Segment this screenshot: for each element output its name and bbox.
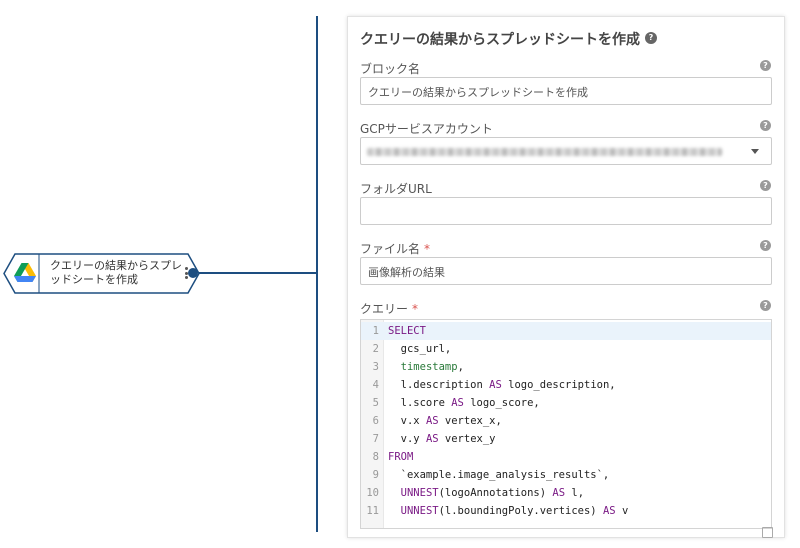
code-line[interactable]: 8 FROM (361, 448, 771, 466)
code-line[interactable]: 3 timestamp, (361, 358, 771, 376)
code-text: UNNEST(l.boundingPoly.vertices) AS v (388, 502, 629, 520)
line-number: 2 (372, 343, 379, 355)
code-line[interactable]: 6 v.x AS vertex_x, (361, 412, 771, 430)
code-token: AS (425, 433, 439, 445)
line-number-gutter (361, 320, 384, 528)
code-text: UNNEST(logoAnnotations) AS l, (388, 484, 584, 502)
code-token: vertex_y (438, 433, 496, 445)
required-mark: * (424, 242, 431, 256)
line-number: 6 (372, 415, 379, 427)
block-name-value: クエリーの結果からスプレッドシートを作成 (368, 86, 588, 99)
query-label: クエリー* (360, 300, 418, 317)
node-output-port[interactable] (188, 268, 198, 278)
block-settings-panel: クエリーの結果からスプレッドシートを作成 ? ブロック名 ? クエリーの結果から… (347, 16, 785, 538)
line-number: 5 (372, 397, 379, 409)
folder-url-help-icon[interactable]: ? (760, 180, 771, 191)
code-token: (logoAnnotations) (438, 487, 553, 499)
title-help-icon[interactable]: ? (645, 32, 657, 44)
line-number: 10 (366, 487, 379, 499)
code-text: timestamp, (388, 358, 464, 376)
line-number: 11 (366, 505, 379, 517)
gcp-account-help-icon[interactable]: ? (760, 120, 771, 131)
gcp-account-select[interactable] (360, 137, 772, 165)
code-line[interactable]: 1 SELECT (361, 322, 771, 340)
code-token: timestamp (400, 361, 458, 373)
code-line[interactable]: 10 UNNEST(logoAnnotations) AS l, (361, 484, 771, 502)
code-token: AS (425, 415, 439, 427)
flow-block-node[interactable]: クエリーの結果からスプレッドシートを作成 (3, 253, 200, 294)
code-text: FROM (388, 448, 413, 466)
code-line[interactable]: 7 v.y AS vertex_y (361, 430, 771, 448)
file-name-input[interactable]: 画像解析の結果 (360, 257, 772, 285)
connector-horizontal-line (196, 272, 317, 274)
code-line[interactable]: 9 `example.image_analysis_results`, (361, 466, 771, 484)
code-token: FROM (388, 451, 414, 463)
code-text: SELECT (388, 322, 426, 340)
code-text: v.y AS vertex_y (388, 430, 496, 448)
code-token: (l.boundingPoly.vertices) (438, 505, 603, 517)
code-line[interactable]: 5 l.score AS logo_score, (361, 394, 771, 412)
code-token: , (457, 361, 464, 373)
code-token: logo_score, (463, 397, 540, 409)
code-token: AS (489, 379, 502, 391)
code-token: UNNEST (400, 505, 439, 517)
code-token: logo_description, (501, 379, 616, 391)
line-number: 1 (372, 325, 379, 337)
line-number: 7 (372, 433, 379, 445)
redacted-account-value (367, 148, 722, 156)
required-mark: * (412, 302, 419, 316)
node-label: クエリーの結果からスプレッドシートを作成 (50, 259, 182, 286)
file-name-label-text: ファイル名 (360, 242, 421, 256)
file-name-help-icon[interactable]: ? (760, 240, 771, 251)
code-text: l.score AS logo_score, (388, 394, 540, 412)
block-name-input[interactable]: クエリーの結果からスプレッドシートを作成 (360, 77, 772, 105)
code-token: l, (565, 487, 585, 499)
code-token: gcs_url, (388, 343, 452, 355)
block-name-label: ブロック名 (360, 62, 421, 76)
line-number: 4 (372, 379, 379, 391)
block-name-help-icon[interactable]: ? (760, 60, 771, 71)
code-token (388, 487, 401, 499)
code-line[interactable]: 11 UNNEST(l.boundingPoly.vertices) AS v (361, 502, 771, 520)
code-text: l.description AS logo_description, (388, 376, 616, 394)
chevron-down-icon (751, 149, 759, 154)
flow-canvas: クエリーの結果からスプレッドシートを作成 (0, 0, 340, 548)
clipboard-icon[interactable] (762, 527, 773, 538)
code-line[interactable]: 2 gcs_url, (361, 340, 771, 358)
folder-url-label: フォルダURL (360, 182, 432, 196)
panel-title: クエリーの結果からスプレッドシートを作成 (360, 32, 640, 48)
code-token: v.x (388, 415, 426, 427)
node-menu-icon[interactable] (185, 267, 189, 281)
code-token: l.score (388, 397, 452, 409)
line-number: 9 (372, 469, 379, 481)
code-token: v (615, 505, 629, 517)
code-token: l.description (388, 379, 490, 391)
query-label-text: クエリー (360, 302, 409, 316)
code-token: UNNEST (400, 487, 439, 499)
code-token: AS (552, 487, 566, 499)
line-number: 3 (372, 361, 379, 373)
code-token: v.y (388, 433, 426, 445)
code-text: `example.image_analysis_results`, (388, 466, 610, 484)
code-text: v.x AS vertex_x, (388, 412, 502, 430)
google-drive-icon (14, 263, 36, 282)
folder-url-input[interactable] (360, 197, 772, 225)
code-token: SELECT (388, 325, 426, 337)
code-token (388, 505, 401, 517)
gcp-account-label: GCPサービスアカウント (360, 122, 493, 136)
node-hexagon-outline (3, 253, 200, 294)
query-help-icon[interactable]: ? (760, 300, 771, 311)
code-token: AS (451, 397, 464, 409)
code-token: AS (602, 505, 616, 517)
file-name-value: 画像解析の結果 (368, 266, 445, 279)
code-token: vertex_x, (438, 415, 502, 427)
line-number: 8 (372, 451, 379, 463)
connector-vertical-line (316, 16, 318, 532)
file-name-label: ファイル名* (360, 240, 430, 257)
code-token: `example.image_analysis_results`, (388, 469, 610, 481)
code-token (388, 361, 401, 373)
code-line[interactable]: 4 l.description AS logo_description, (361, 376, 771, 394)
code-text: gcs_url, (388, 340, 452, 358)
